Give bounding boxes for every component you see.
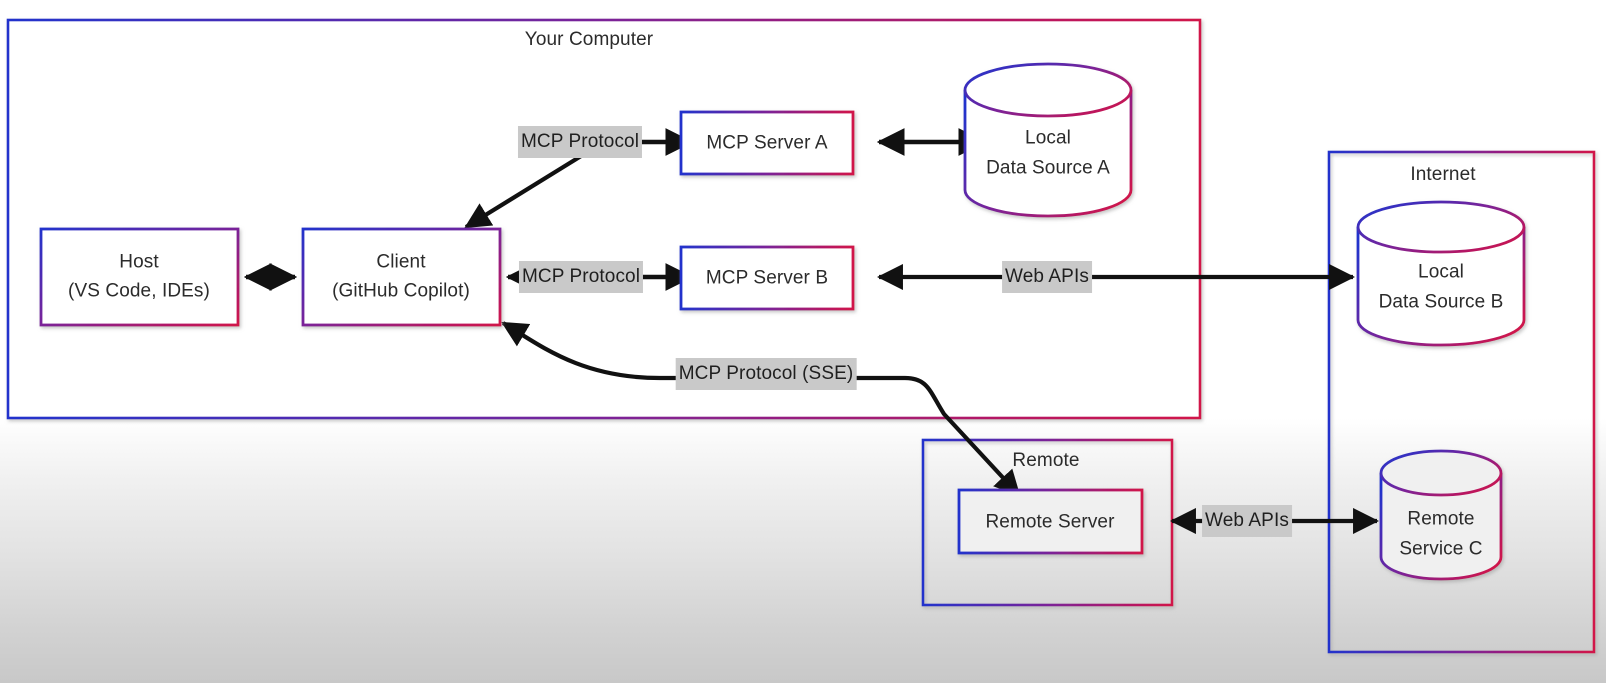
edge-label-remote-server-service-c: Web APIs — [1202, 505, 1292, 537]
container-internet — [1327, 150, 1596, 654]
node-host[interactable] — [39, 227, 240, 327]
node-label-host-line1: Host — [119, 251, 159, 273]
node-label-client-line2: (GitHub Copilot) — [332, 280, 470, 302]
node-remote-service-c[interactable] — [1379, 449, 1503, 581]
node-label-remote-service-c-line1: Remote — [1407, 508, 1475, 530]
edge-client-remote-server — [501, 321, 1021, 497]
node-label-local-data-source-a-line2: Data Source A — [986, 157, 1110, 179]
node-local-data-source-b[interactable] — [1356, 200, 1526, 347]
node-local-data-source-a[interactable] — [963, 62, 1133, 218]
edge-label-client-remote-server: MCP Protocol (SSE) — [675, 358, 857, 390]
node-label-remote-service-c-line2: Service C — [1399, 538, 1483, 560]
node-label-local-data-source-b-line2: Data Source B — [1378, 291, 1504, 313]
node-mcp-server-a[interactable] — [679, 110, 855, 176]
edge-label-server-b-data-b: Web APIs — [1002, 261, 1092, 293]
node-label-host-line2: (VS Code, IDEs) — [68, 280, 210, 302]
node-label-local-data-source-a-line1: Local — [1025, 127, 1071, 149]
node-label-remote-server: Remote Server — [985, 511, 1115, 533]
edge-client-server-a-diagonal — [464, 151, 588, 229]
container-title-remote: Remote — [1012, 450, 1080, 471]
edge-label-client-server-b: MCP Protocol — [518, 261, 644, 293]
container-title-internet: Internet — [1410, 164, 1476, 185]
node-label-mcp-server-a: MCP Server A — [706, 132, 828, 154]
node-label-local-data-source-b-line1: Local — [1418, 261, 1464, 283]
node-remote-server[interactable] — [957, 488, 1144, 555]
container-title-your-computer: Your Computer — [524, 29, 654, 50]
node-mcp-server-b[interactable] — [679, 245, 855, 311]
node-label-client-line1: Client — [376, 251, 426, 273]
node-client[interactable] — [301, 227, 502, 327]
edge-label-client-server-a: MCP Protocol — [517, 126, 643, 158]
node-label-mcp-server-b: MCP Server B — [705, 267, 829, 289]
